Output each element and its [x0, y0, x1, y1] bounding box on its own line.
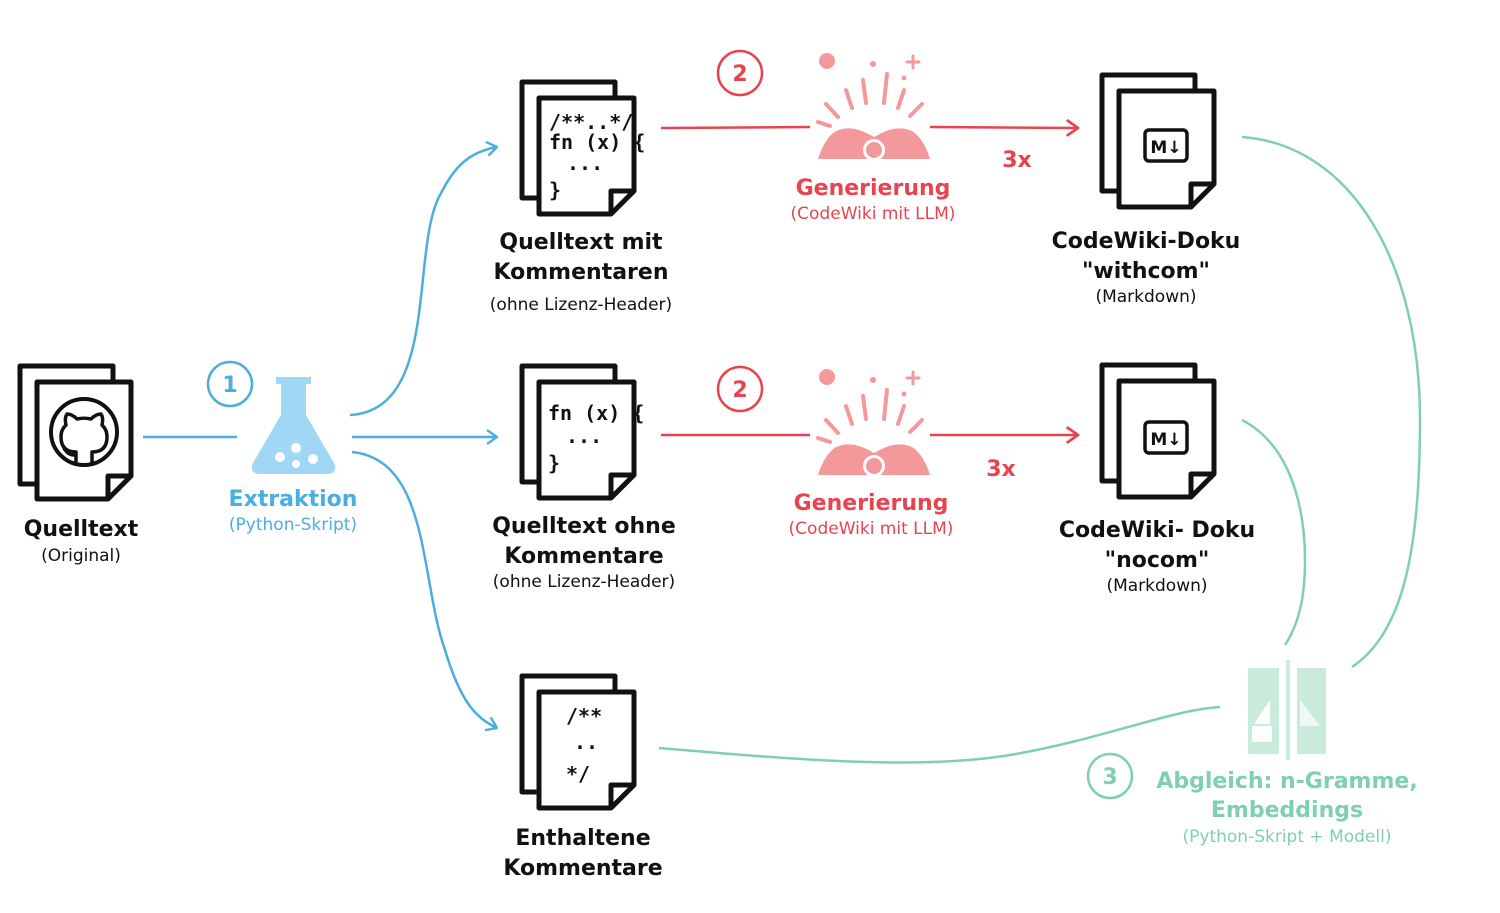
without-comments-title-line-1: Quelltext ohne [492, 514, 676, 539]
flask-icon [251, 377, 336, 474]
generation-top-subtitle: (CodeWiki mit LLM) [791, 204, 956, 224]
comments-title-line-1: Enthaltene [515, 826, 650, 851]
step-2-top-number: 2 [732, 62, 747, 87]
source-subtitle: (Original) [41, 546, 121, 566]
step-1-title: Extraktion [229, 487, 358, 512]
step-1-number: 1 [222, 373, 237, 398]
without-comments-subtitle: (ohne Lizenz-Header) [493, 572, 675, 592]
generation-mid-subtitle: (CodeWiki mit LLM) [789, 519, 954, 539]
nocom-title-line-1: CodeWiki- Doku [1059, 518, 1255, 543]
arrow-extraction-to-comments [351, 450, 497, 728]
without-comments-title-line-2: Kommentare [504, 544, 663, 569]
nocom-title-line-2: "nocom" [1105, 548, 1210, 573]
withcom-subtitle: (Markdown) [1095, 287, 1196, 307]
with-comments-code-line-2: fn (x) { [549, 130, 645, 154]
with-comments-document: /**..*/ fn (x) { ... } [519, 79, 645, 217]
open-book-icon [816, 53, 930, 161]
step-3-subtitle: (Python-Skript + Modell) [1183, 827, 1392, 847]
withcom-document: M↓ [1099, 72, 1217, 210]
without-comments-document: fn (x) { ... } [519, 363, 644, 501]
connectors [143, 125, 1422, 764]
comments-code-line-1: /** [566, 704, 602, 728]
generation-mid-multiplier: 3x [986, 457, 1016, 482]
connector-with-comments-to-generation [660, 125, 811, 130]
without-comments-code-line-2: ... [566, 424, 602, 448]
arrow-generation-to-withcom [929, 127, 1078, 128]
comments-title-line-2: Kommentare [503, 856, 662, 881]
compare-icon [1248, 660, 1326, 760]
with-comments-code-line-1: /**..*/ [549, 110, 633, 134]
step-1-circle [206, 360, 254, 408]
with-comments-title-line-1: Quelltext mit [499, 230, 663, 255]
step-1-subtitle: (Python-Skript) [229, 515, 357, 535]
connector-withcom-to-compare [1241, 135, 1422, 669]
step-3-circle [1086, 752, 1134, 800]
step-2-mid-number: 2 [732, 378, 747, 403]
generation-top-multiplier: 3x [1002, 148, 1032, 173]
markdown-badge: M↓ [1150, 138, 1181, 158]
markdown-badge: M↓ [1150, 430, 1181, 450]
arrow-extraction-to-with-comments [349, 147, 497, 417]
step-3-title-line-2: Embeddings [1211, 798, 1363, 823]
connector-comments-to-compare [658, 705, 1221, 764]
withcom-title-line-1: CodeWiki-Doku [1052, 229, 1241, 254]
without-comments-code-line-1: fn (x) { [548, 401, 644, 425]
withcom-title-line-2: "withcom" [1082, 259, 1210, 284]
with-comments-subtitle: (ohne Lizenz-Header) [490, 295, 672, 315]
step-3-number: 3 [1102, 765, 1117, 790]
markdown-icon: M↓ [1143, 420, 1189, 455]
source-document [17, 363, 134, 502]
generation-top-title: Generierung [796, 176, 951, 201]
with-comments-code-line-4: } [549, 178, 561, 202]
markdown-icon: M↓ [1143, 128, 1189, 163]
github-icon [49, 397, 119, 467]
comments-code-line-2: .. [574, 730, 598, 754]
with-comments-title-line-2: Kommentaren [493, 260, 668, 285]
source-title: Quelltext [24, 517, 139, 542]
step-3-title-line-1: Abgleich: n-Gramme, [1156, 769, 1417, 794]
open-book-icon [816, 369, 930, 477]
connector-nocom-to-compare [1241, 418, 1307, 646]
generation-mid-title: Generierung [794, 491, 949, 516]
step-2-top-circle [716, 49, 764, 97]
step-2-mid-circle [716, 365, 764, 413]
with-comments-code-line-3: ... [567, 151, 603, 175]
nocom-subtitle: (Markdown) [1106, 576, 1207, 596]
without-comments-code-line-3: } [548, 451, 560, 475]
comments-document: /** .. */ [519, 673, 637, 811]
comments-code-line-3: */ [566, 762, 590, 786]
nocom-document: M↓ [1099, 362, 1217, 500]
